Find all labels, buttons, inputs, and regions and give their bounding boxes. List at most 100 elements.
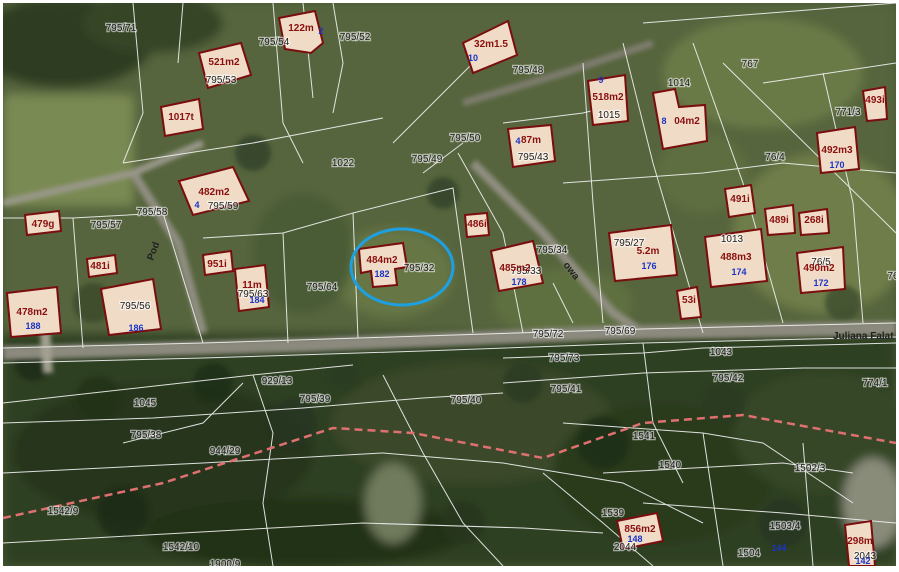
building-area-label: 491i — [730, 194, 750, 205]
building-area-label: 486i — [467, 219, 487, 230]
building-area-label: 298m — [847, 536, 873, 547]
building-address-number: 178 — [511, 277, 526, 287]
building-address-number: 174 — [731, 267, 746, 277]
building-address-number: 182 — [374, 269, 389, 279]
building-footprint[interactable] — [5, 285, 63, 339]
parcel-number-label: 1504 — [738, 548, 761, 559]
parcel-number-label: 795/41 — [551, 384, 582, 395]
parcel-number-label: 795/34 — [537, 245, 568, 256]
parcel-number-label: 795/59 — [208, 201, 239, 212]
building-footprint[interactable] — [506, 123, 557, 169]
building-footprint[interactable] — [651, 87, 709, 151]
building-address-number: 188 — [25, 321, 40, 331]
parcel-number-label: 795/53 — [206, 75, 237, 86]
building-area-label: 04m2 — [674, 116, 700, 127]
building-address-number: 148 — [627, 534, 642, 544]
building-footprint[interactable] — [99, 277, 163, 337]
parcel-boundaries — [3, 3, 896, 566]
building-address-number: 4 — [194, 200, 199, 210]
building-area-label: 478m2 — [16, 307, 48, 318]
building-area-label: 951i — [207, 259, 227, 270]
building-footprint[interactable] — [795, 245, 847, 295]
building-footprint[interactable] — [797, 207, 831, 237]
building-footprint[interactable] — [233, 263, 271, 313]
parcel-number-label: 1540 — [659, 460, 682, 471]
building-footprint[interactable] — [177, 165, 251, 217]
parcel-number-label: 1541 — [633, 431, 656, 442]
building-area-label: 1017t — [168, 112, 194, 123]
building-footprint[interactable] — [607, 223, 679, 283]
parcel-number-label: 795/27 — [614, 238, 645, 249]
parcel-number-label: 795/69 — [605, 326, 636, 337]
building-footprint[interactable] — [703, 227, 769, 289]
building-footprint[interactable] — [463, 211, 491, 239]
building-area-label: 490m2 — [803, 263, 835, 274]
building-footprint[interactable] — [723, 183, 757, 219]
building-area-label: 492m3 — [821, 145, 853, 156]
building-area-label: 856m2 — [624, 524, 656, 535]
parcel-number-label: 1503/4 — [770, 521, 801, 532]
building-footprint[interactable] — [763, 203, 797, 237]
parcel-number-label: 767 — [742, 59, 759, 70]
building-footprint[interactable] — [201, 249, 235, 277]
building-footprint[interactable] — [615, 511, 665, 551]
building-footprint[interactable] — [159, 97, 205, 138]
building-footprint[interactable] — [843, 519, 877, 566]
building-address-number: 2 — [318, 26, 323, 36]
building-footprint[interactable] — [85, 253, 119, 279]
parcel-number-label: 795/57 — [91, 220, 122, 231]
parcel-number-label: 795/58 — [137, 207, 168, 218]
building-footprint[interactable] — [197, 41, 253, 90]
parcel-number-label: 1013 — [721, 234, 744, 245]
parcel-number-label: 795/33 — [511, 266, 542, 277]
building-area-label: 518m2 — [592, 92, 624, 103]
address-number: 144 — [771, 543, 786, 553]
building-area-label: 484m2 — [366, 255, 398, 266]
building-footprint[interactable] — [586, 73, 630, 127]
parcel-number-label: 795/50 — [450, 133, 481, 144]
building-area-label: 268i — [804, 215, 824, 226]
parcel-number-label: 795/49 — [412, 154, 443, 165]
parcel-number-label: 795/63 — [238, 289, 269, 300]
building-area-label: 485m2 — [499, 263, 531, 274]
parcel-number-label: 1015 — [598, 110, 621, 121]
map-canvas[interactable]: 795/71795/53795/54795/52795/481014767101… — [3, 3, 896, 566]
building-area-label: 493i — [865, 95, 885, 106]
parcel-number-label: 795/42 — [713, 373, 744, 384]
parcel-number-label: 1022 — [332, 158, 355, 169]
building-footprint[interactable] — [861, 85, 889, 123]
building-area-label: 481i — [90, 261, 110, 272]
building-address-number: 176 — [641, 261, 656, 271]
building-area-label: 87m — [521, 135, 541, 146]
parcel-number-label: 76 — [887, 271, 896, 282]
parcel-number-label: 795/48 — [513, 65, 544, 76]
building-footprint[interactable] — [675, 285, 703, 321]
parcel-number-label: 795/71 — [106, 23, 137, 34]
parcel-number-label: 1542/9 — [48, 506, 79, 517]
building-address-number: 8 — [661, 116, 666, 126]
building-footprint[interactable] — [461, 19, 519, 75]
buildings-layer — [5, 9, 889, 566]
building-area-label: 489i — [769, 215, 789, 226]
building-area-label: 122m — [288, 23, 314, 34]
building-address-number: 4 — [515, 136, 520, 146]
building-footprint[interactable] — [489, 239, 545, 293]
building-area-label: 488m3 — [720, 252, 752, 263]
building-area-label: 5.2m — [637, 246, 660, 257]
parcel-number-label: 795/54 — [259, 37, 290, 48]
building-address-number: 9 — [598, 75, 603, 85]
building-address-number: 170 — [829, 160, 844, 170]
parcel-number-label: 929/13 — [262, 376, 293, 387]
parcel-number-label: 795/72 — [533, 329, 564, 340]
building-footprint[interactable] — [23, 209, 63, 237]
building-footprint[interactable] — [357, 241, 409, 289]
building-footprint[interactable] — [815, 125, 861, 175]
building-footprint[interactable] — [277, 9, 325, 55]
highlight-circle[interactable] — [349, 227, 455, 307]
parcel-number-label: 795/56 — [120, 301, 151, 312]
parcel-number-label: 1539 — [602, 508, 625, 519]
parcel-number-label: 1043 — [710, 347, 733, 358]
parcel-number-label: 774/1 — [862, 378, 887, 389]
